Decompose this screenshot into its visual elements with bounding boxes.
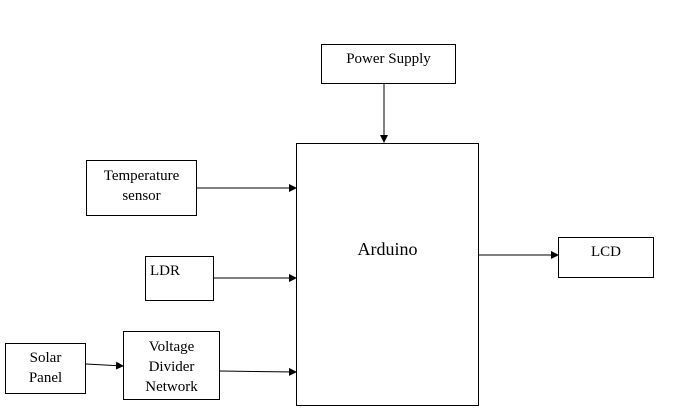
ldr-label: LDR bbox=[150, 263, 180, 279]
arrow-voltage-divider-to-arduino bbox=[219, 367, 297, 376]
temperature-sensor-block: Temperature sensor bbox=[86, 160, 197, 216]
lcd-block: LCD bbox=[558, 237, 654, 278]
voltage-divider-label-line-3: Network bbox=[145, 379, 198, 395]
temperature-sensor-label-line-1: Temperature bbox=[103, 168, 180, 184]
solar-panel-block: Solar Panel bbox=[5, 343, 86, 394]
arrow-solar-panel-to-voltage-divider bbox=[85, 361, 124, 370]
voltage-divider-network-block: Voltage Divider Network bbox=[123, 331, 220, 400]
voltage-divider-label-line-1: Voltage bbox=[148, 339, 195, 355]
ldr-block: LDR bbox=[145, 256, 214, 301]
temperature-sensor-label-line-2: sensor bbox=[122, 188, 161, 204]
voltage-divider-label-line-2: Divider bbox=[148, 359, 195, 375]
arduino-block: Arduino bbox=[296, 143, 479, 406]
arduino-label: Arduino bbox=[357, 239, 418, 259]
power-supply-label: Power Supply bbox=[346, 51, 431, 67]
lcd-label: LCD bbox=[591, 244, 621, 260]
power-supply-block: Power Supply bbox=[321, 44, 456, 84]
solar-panel-label-line-1: Solar bbox=[29, 350, 62, 366]
solar-panel-label-line-2: Panel bbox=[28, 370, 63, 386]
